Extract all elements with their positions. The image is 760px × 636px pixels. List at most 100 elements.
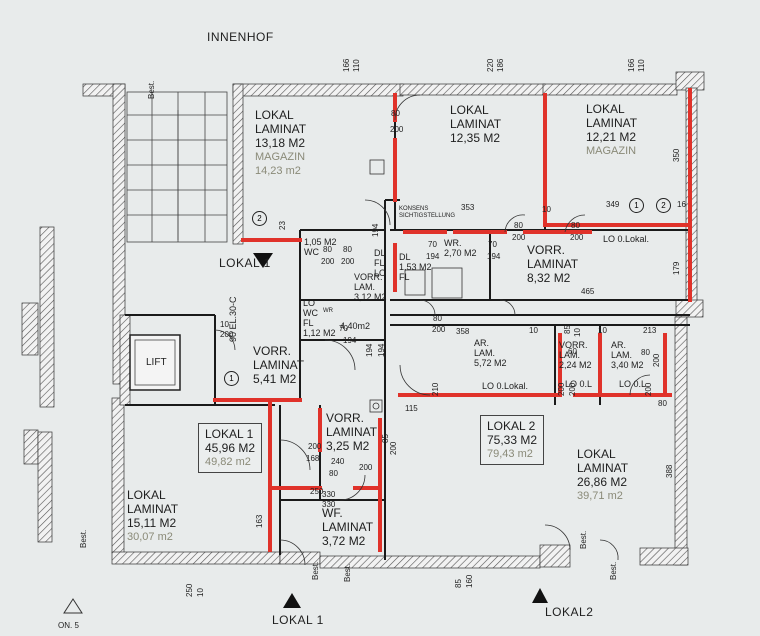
dim: 80: [323, 245, 332, 254]
marker-bubble: 2: [252, 211, 267, 226]
dim: 200: [308, 442, 322, 451]
room-name: WR.: [444, 238, 462, 248]
room-code-fl: FL: [303, 318, 314, 328]
dim: 353: [461, 203, 475, 212]
dim: 250: [185, 583, 194, 597]
room-use: MAGAZIN: [586, 145, 637, 157]
dim-vertical: 200: [644, 382, 653, 396]
room-area: 5,41 M2: [253, 372, 297, 386]
best-label-5: Best.: [609, 561, 618, 580]
dim: 85: [454, 579, 463, 588]
dim: 70: [428, 240, 437, 249]
entrance-label-lokal1-top: LOKAL 1: [219, 256, 271, 270]
dim-vertical: 200: [557, 382, 566, 396]
room-name: LOKAL: [255, 108, 294, 122]
sichtigstellung-label: SICHTIGSTELLUNG: [399, 213, 456, 219]
room-area: 75,33 M2: [487, 433, 538, 447]
dim-top: 220: [486, 58, 495, 72]
lift-shaft: [129, 334, 181, 391]
room-area: 3,40 M2: [611, 360, 644, 370]
dim: 330: [322, 500, 336, 509]
dim: 194: [487, 252, 501, 261]
dim-vertical: 10: [573, 328, 582, 337]
dim-vertical: 194: [377, 343, 386, 357]
dim: 80: [329, 469, 338, 478]
room-area: 3,72 M2: [322, 534, 366, 548]
room-area: 3,12 M2: [354, 292, 387, 302]
dim-top: 166: [627, 58, 636, 72]
room-floor: LAMINAT: [127, 502, 179, 516]
room-wr-270: WR. 2,70 M2: [444, 238, 477, 258]
dim: 10: [196, 588, 205, 597]
room-floor: LAMINAT: [450, 117, 502, 131]
room-area: 3,25 M2: [326, 439, 370, 453]
room-area: 1,53 M2: [399, 262, 432, 272]
dim: 200: [432, 325, 446, 334]
dim: 194: [343, 336, 357, 345]
dim: 80: [391, 109, 400, 118]
dim: 200: [321, 257, 335, 266]
room-lokal-1318: LOKAL LAMINAT 13,18 M2 MAGAZIN 14,23 m2: [255, 108, 306, 178]
dim: 240: [331, 457, 345, 466]
room-vorr-541: VORR. LAMINAT 5,41 M2: [253, 344, 304, 386]
room-lokal-1221: LOKAL LAMINAT 12,21 M2 MAGAZIN: [586, 102, 637, 158]
room-name: LOKAL: [577, 447, 616, 461]
entrance-label-lokal2: LOKAL2: [545, 605, 594, 619]
entrance-label-lokal1: LOKAL 1: [272, 613, 324, 627]
dim: 168: [306, 454, 320, 463]
dim-top: 186: [496, 58, 505, 72]
dim: 200: [341, 257, 355, 266]
room-lokal-1235: LOKAL LAMINAT 12,35 M2: [450, 103, 501, 145]
dim: 80: [641, 348, 650, 357]
dim: 80: [571, 221, 580, 230]
dim: 330: [322, 490, 336, 499]
dim: 80: [343, 245, 352, 254]
dim: 349: [606, 200, 620, 209]
room-floor: LAM.: [354, 282, 376, 292]
room-name: LOKAL 1: [205, 427, 254, 441]
dim-vertical: 200: [568, 382, 577, 396]
room-wc-112: LO WC FL 1,12 M2: [303, 298, 336, 338]
wr-small-label: WR: [323, 308, 333, 314]
best-label-1: Best.: [147, 80, 156, 99]
dim: 16: [677, 200, 686, 209]
room-name: VORR.: [559, 340, 588, 350]
dim: 465: [581, 287, 595, 296]
marker-bubble: 1: [629, 198, 644, 213]
best-label-2: Best.: [79, 529, 88, 548]
dim-vertical: 350: [672, 148, 681, 162]
dim-top: 110: [352, 59, 361, 72]
room-name: LOKAL: [127, 488, 166, 502]
room-vorr-224: VORR. LAM. 2,24 M2: [559, 340, 592, 370]
dim: 200: [570, 233, 584, 242]
dim: 200: [359, 463, 373, 472]
dim-vertical: 163: [255, 514, 264, 528]
room-floor: LAM.: [611, 350, 633, 360]
room-wc-105: 1,05 M2 WC: [304, 237, 337, 257]
room-area: 12,21 M2: [586, 130, 637, 144]
dim-vertical: 194: [365, 343, 374, 357]
dim-vertical: 200: [652, 353, 661, 367]
room-area: 13,18 M2: [255, 136, 306, 150]
best-label-3: Best.: [311, 561, 320, 580]
dim: 80: [514, 221, 523, 230]
room-area-alt: 39,71 m2: [577, 490, 623, 502]
room-code-dl: DL: [399, 252, 411, 262]
room-code-lo: LO: [374, 268, 387, 278]
new-walls-red: [213, 88, 692, 552]
dim-vertical: 179: [672, 261, 681, 275]
room-name: LOKAL: [586, 102, 625, 116]
room-name: LOKAL: [450, 103, 489, 117]
dim: 10: [529, 326, 538, 335]
room-ar-572: AR. LAM. 5,72 M2: [474, 338, 507, 368]
room-area: 45,96 M2: [205, 441, 256, 455]
dim: 70: [339, 324, 348, 333]
fixtures: [369, 159, 463, 413]
room-wf-372: WF. LAMINAT 3,72 M2: [322, 506, 373, 548]
room-dl-153: DL 1,53 M2 FL: [399, 252, 432, 282]
room-area-alt: 14,23 m2: [255, 165, 301, 177]
dim: 80: [658, 399, 667, 408]
room-name: VORR.: [253, 344, 292, 358]
entrance-markers: [253, 253, 548, 608]
room-area: 12,35 M2: [450, 131, 501, 145]
